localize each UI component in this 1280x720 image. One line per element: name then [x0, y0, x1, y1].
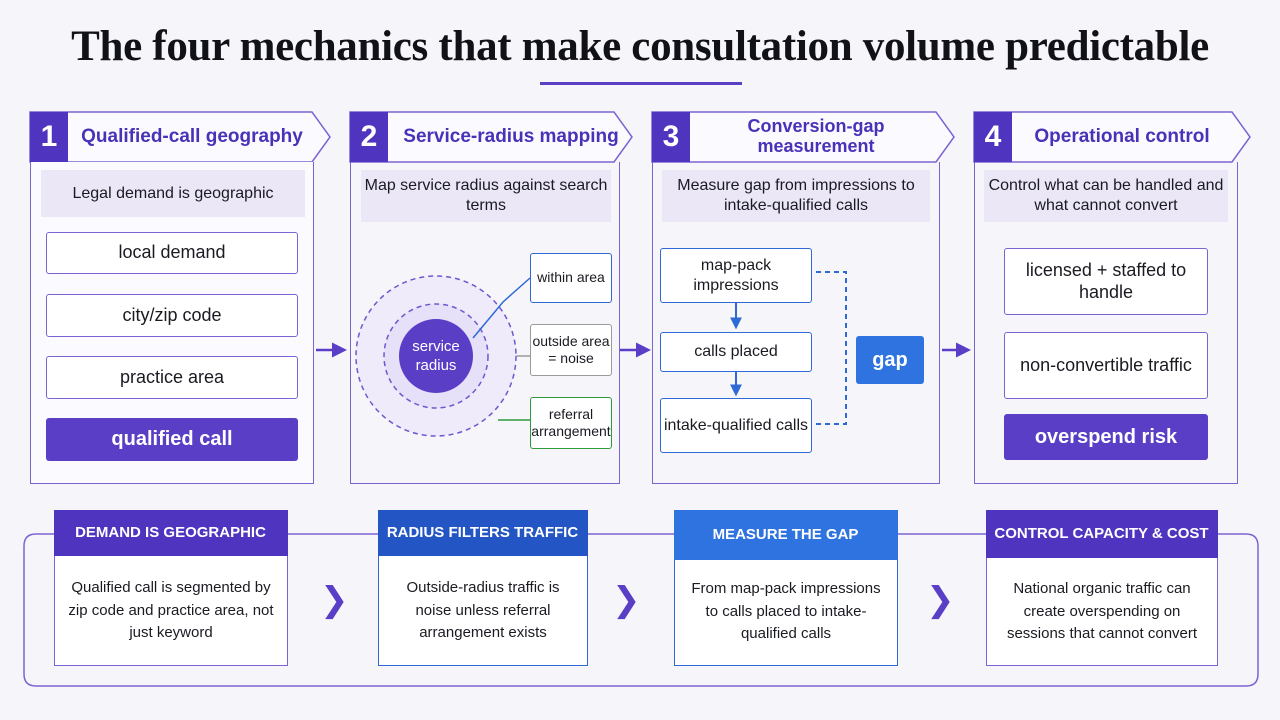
stage-3-subtitle: Measure gap from impressions to intake-q…: [662, 170, 930, 222]
map-pack-impressions-box: map-pack impressions: [660, 248, 812, 303]
calls-placed-box: calls placed: [660, 332, 812, 372]
summary-card-1-heading: DEMAND IS GEOGRAPHIC: [53, 509, 288, 556]
referral-box: referral arrangement: [530, 397, 612, 449]
stage-2-title: Service-radius mapping: [403, 125, 619, 147]
summary-card-2: RADIUS FILTERS TRAFFIC Outside-radius tr…: [377, 509, 588, 666]
stage-1-number: 1: [30, 112, 68, 162]
stage-2-number: 2: [350, 112, 388, 162]
summary-card-1-body: Qualified call is segmented by zip code …: [68, 579, 274, 642]
within-area-connector: [472, 277, 531, 339]
stage-1-subtitle: Legal demand is geographic: [41, 170, 305, 217]
stage-4-subtitle: Control what can be handled and what can…: [984, 170, 1228, 222]
chevron-right-icon: ❯: [612, 581, 641, 619]
intake-qualified-box: intake-qualified calls: [660, 398, 812, 453]
stage-4-number: 4: [974, 112, 1012, 162]
step-practice-area: practice area: [46, 356, 298, 399]
step-local-demand: local demand: [46, 232, 298, 274]
summary-card-3-heading: MEASURE THE GAP: [673, 509, 898, 560]
summary-card-1: DEMAND IS GEOGRAPHIC Qualified call is s…: [53, 509, 288, 666]
summary-card-3: MEASURE THE GAP From map-pack impression…: [673, 509, 898, 666]
summary-card-4-body: National organic traffic can create over…: [1006, 580, 1198, 643]
stage-3-number: 3: [652, 112, 690, 162]
step-city-zip: city/zip code: [46, 294, 298, 337]
summary-card-2-heading: RADIUS FILTERS TRAFFIC: [377, 509, 588, 556]
summary-card-2-body: Outside-radius traffic is noise unless r…: [406, 579, 560, 642]
non-convertible-box: non-convertible traffic: [1004, 332, 1208, 399]
stage-2-subtitle: Map service radius against search terms: [361, 170, 611, 222]
stage-3-title: Conversion-gap measurement: [747, 116, 885, 156]
chevron-right-icon: ❯: [926, 581, 955, 619]
summary-card-4: CONTROL CAPACITY & COST National organic…: [985, 509, 1218, 666]
service-radius-circle: [399, 319, 473, 393]
summary-card-3-body: From map-pack impressions to calls place…: [691, 580, 881, 643]
licensed-staffed-box: licensed + staffed to handle: [1004, 248, 1208, 315]
overspend-risk-box: overspend risk: [1004, 414, 1208, 460]
within-area-box: within area: [530, 253, 612, 303]
stage-4-panel: [974, 162, 1238, 484]
bottom-loop: [23, 533, 1259, 687]
gap-badge: gap: [856, 336, 924, 384]
stage-2-panel: [350, 162, 620, 484]
summary-card-4-heading: CONTROL CAPACITY & COST: [985, 509, 1218, 558]
stage-1-title: Qualified-call geography: [81, 125, 303, 147]
service-radius-label: service radius: [412, 337, 460, 375]
step-qualified-call: qualified call: [46, 418, 298, 461]
stage-3-panel: [652, 162, 940, 484]
stage-4-title: Operational control: [1034, 125, 1210, 147]
title-underline: [540, 82, 742, 85]
chevron-right-icon: ❯: [320, 581, 349, 619]
outside-area-box: outside area = noise: [530, 324, 612, 376]
page-title: The four mechanics that make consultatio…: [71, 23, 1209, 70]
